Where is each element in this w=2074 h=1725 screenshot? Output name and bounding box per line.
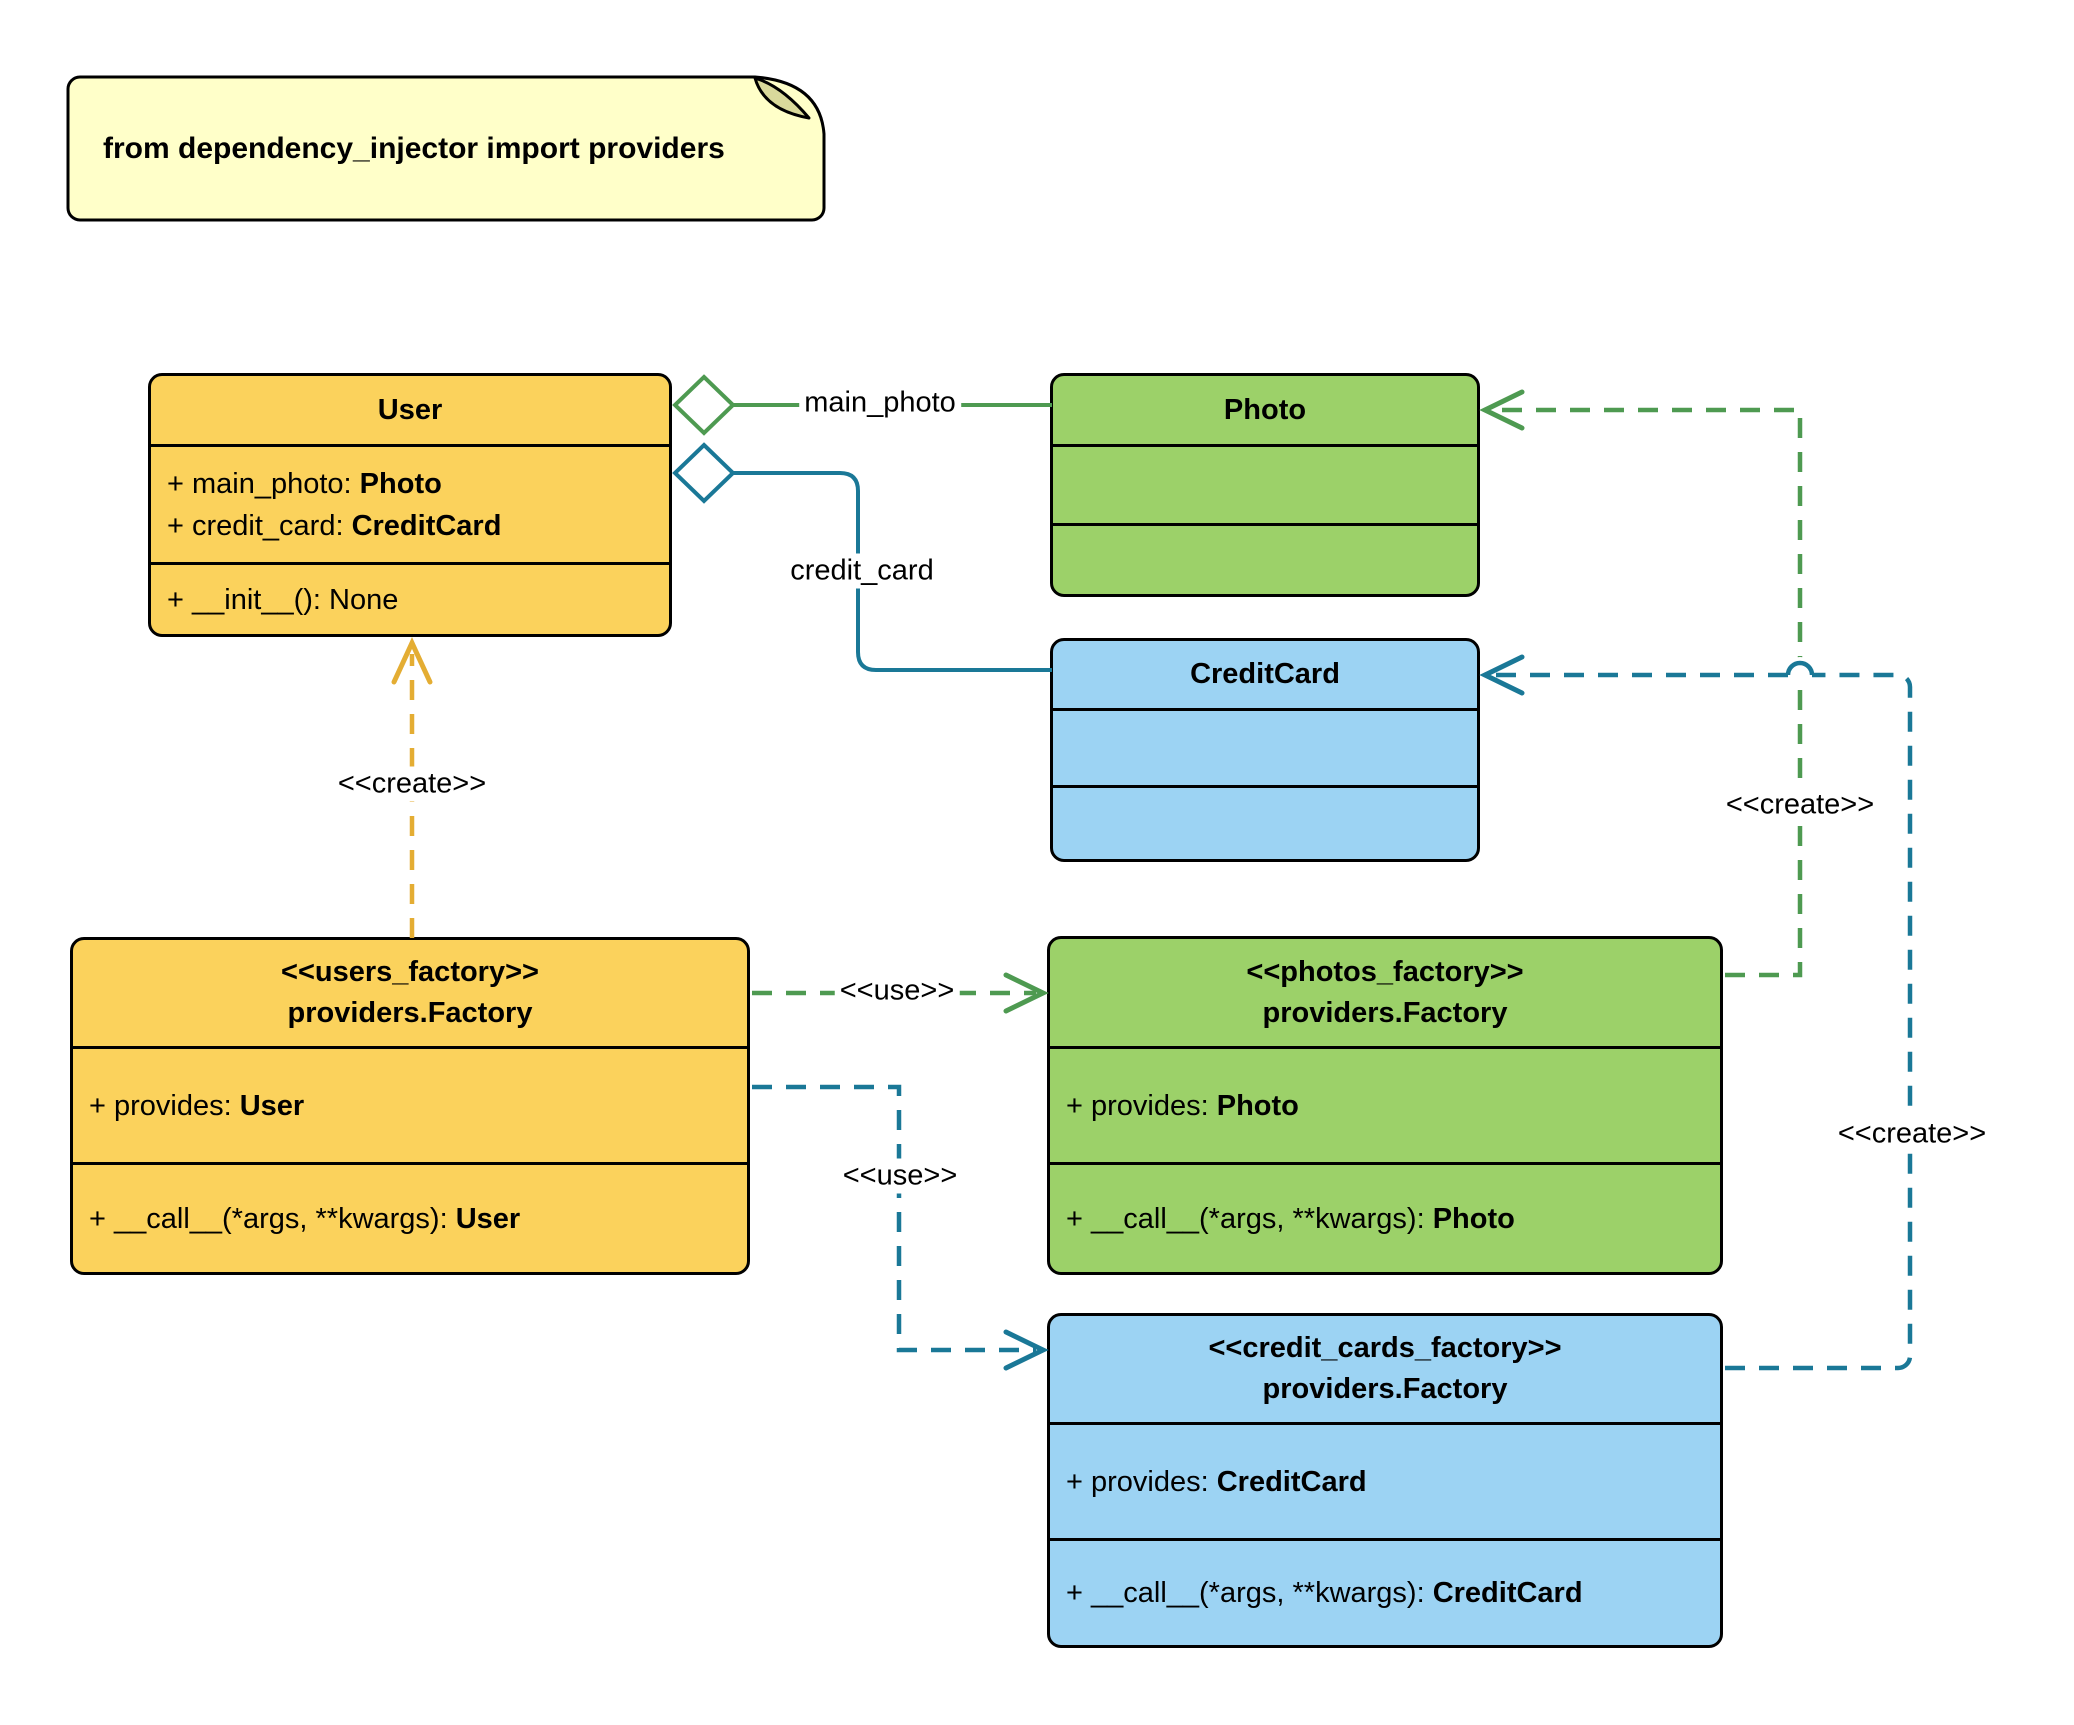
class-user-methods: + __init__(): None	[151, 565, 669, 634]
code-note: from dependency_injector import provider…	[65, 74, 827, 223]
attribute-provides: + provides: CreditCard	[1066, 1465, 1367, 1498]
label-use-credit-cards: <<use>>	[837, 1158, 963, 1194]
line-hop-mask	[1786, 657, 1814, 685]
class-photos-factory: <<photos_factory>> providers.Factory + p…	[1047, 936, 1723, 1275]
method-init: + __init__(): None	[167, 583, 399, 616]
class-users-factory: <<users_factory>> providers.Factory + pr…	[70, 937, 750, 1275]
method-call: + __call__(*args, **kwargs): CreditCard	[1066, 1577, 1583, 1609]
class-users-factory-name: providers.Factory	[287, 997, 533, 1029]
use-credit-cards-factory-line	[752, 1084, 1036, 1353]
aggregation-diamond-credit-card-icon	[672, 442, 736, 504]
class-photos-factory-name: providers.Factory	[1262, 996, 1508, 1029]
class-credit-cards-factory-attributes: + provides: CreditCard	[1050, 1425, 1720, 1541]
class-credit-cards-factory-name: providers.Factory	[1262, 1373, 1508, 1405]
attribute-credit-card: + credit_card: CreditCard	[167, 509, 502, 542]
method-call: + __call__(*args, **kwargs): User	[89, 1202, 521, 1235]
method-call: + __call__(*args, **kwargs): Photo	[1066, 1202, 1515, 1235]
label-create-credit-card: <<create>>	[1832, 1116, 1992, 1152]
use-photos-factory-arrowhead-icon	[1003, 972, 1049, 1014]
class-credit-card: CreditCard	[1050, 638, 1480, 862]
class-photos-factory-methods: + __call__(*args, **kwargs): Photo	[1050, 1165, 1720, 1272]
note-shape	[66, 75, 826, 222]
class-photo-methods	[1053, 526, 1477, 594]
label-credit-card: credit_card	[785, 553, 939, 589]
note-fold-corner-icon	[753, 76, 811, 120]
attribute-provides: + provides: Photo	[1066, 1089, 1299, 1122]
class-credit-card-attributes	[1053, 711, 1477, 788]
class-credit-card-name: CreditCard	[1190, 658, 1340, 690]
class-photos-factory-attributes: + provides: Photo	[1050, 1049, 1720, 1165]
class-credit-cards-factory-methods: + __call__(*args, **kwargs): CreditCard	[1050, 1541, 1720, 1645]
create-user-arrowhead-icon	[391, 637, 433, 685]
label-create-photo: <<create>>	[1720, 787, 1880, 823]
attribute-main-photo: + main_photo: Photo	[167, 467, 442, 500]
class-credit-cards-factory: <<credit_cards_factory>> providers.Facto…	[1047, 1313, 1723, 1648]
create-photo-line	[1494, 407, 1803, 978]
class-credit-cards-factory-stereotype: <<credit_cards_factory>>	[1208, 1332, 1562, 1364]
class-user-title: User	[151, 376, 669, 447]
class-credit-card-methods	[1053, 788, 1477, 859]
class-user-name: User	[377, 393, 443, 426]
class-photo-attributes	[1053, 447, 1477, 526]
class-credit-card-title: CreditCard	[1053, 641, 1477, 711]
class-users-factory-stereotype: <<users_factory>>	[281, 956, 539, 988]
class-photos-factory-stereotype: <<photos_factory>>	[1246, 955, 1524, 988]
create-credit-card-line-hop-icon	[1785, 660, 1815, 676]
aggregation-diamond-main-photo-icon	[672, 374, 736, 436]
create-photo-arrowhead-icon	[1479, 389, 1525, 431]
class-user-attributes: + main_photo: Photo + credit_card: Credi…	[151, 447, 669, 565]
class-photo-name: Photo	[1223, 393, 1307, 426]
create-credit-card-arrowhead-icon	[1479, 654, 1525, 696]
class-users-factory-title: <<users_factory>> providers.Factory	[73, 940, 747, 1049]
note-text: from dependency_injector import provider…	[103, 131, 725, 165]
class-photos-factory-title: <<photos_factory>> providers.Factory	[1050, 939, 1720, 1049]
use-credit-cards-factory-arrowhead-icon	[1003, 1329, 1049, 1371]
label-main-photo: main_photo	[799, 385, 961, 421]
class-credit-cards-factory-title: <<credit_cards_factory>> providers.Facto…	[1050, 1316, 1720, 1425]
attribute-provides: + provides: User	[89, 1089, 305, 1122]
class-users-factory-methods: + __call__(*args, **kwargs): User	[73, 1165, 747, 1272]
note-body	[66, 75, 826, 222]
create-credit-card-line	[1725, 672, 1913, 1371]
class-photo: Photo	[1050, 373, 1480, 597]
class-user: User + main_photo: Photo + credit_card: …	[148, 373, 672, 637]
class-photo-title: Photo	[1053, 376, 1477, 447]
class-users-factory-attributes: + provides: User	[73, 1049, 747, 1165]
label-use-photos: <<use>>	[834, 973, 960, 1009]
label-create-user: <<create>>	[332, 766, 492, 802]
